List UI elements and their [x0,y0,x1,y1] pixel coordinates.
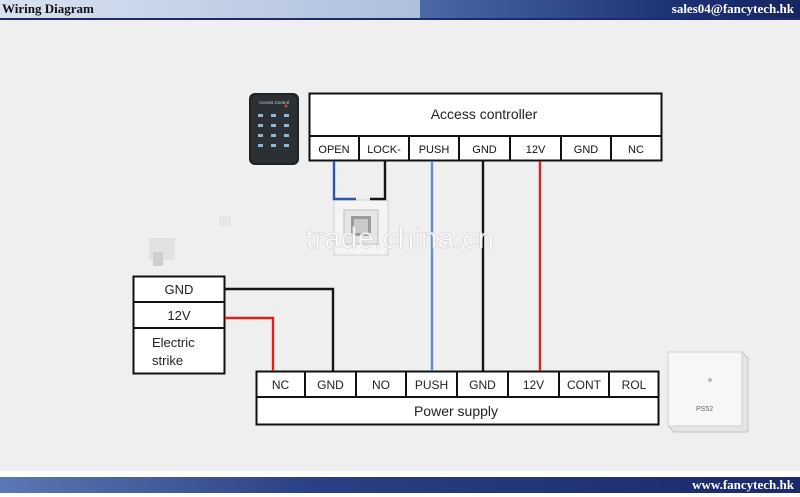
ps-terminal-gnd-2: GND [469,378,496,392]
wire-open [332,161,356,201]
ps-terminal-nc: NC [272,378,290,392]
website-link[interactable]: www.fancytech.hk [692,477,794,492]
ps-terminal-no: NO [372,378,390,392]
ac-terminal-nc: NC [628,144,644,156]
ac-terminal-gnd: GND [472,144,497,156]
page-title: Wiring Diagram [2,1,94,16]
strike-terminal-12v: 12V [167,308,190,323]
wire-strike-gnd [225,287,335,371]
footer-bar [0,477,800,493]
ps-terminal-gnd: GND [317,378,344,392]
keypad-device: Access Control [249,93,299,165]
exit-button-device [333,199,389,256]
power-supply-device-label: PS52 [696,406,713,413]
power-supply-title: Power supply [414,403,498,419]
wire-strike-12v [225,316,275,371]
strike-label: Electric strike [152,335,198,368]
ac-terminal-open: OPEN [318,144,349,156]
wires [225,161,542,371]
strike-terminal-gnd: GND [165,282,194,297]
header-left-gradient [0,0,420,18]
keypad-label: Access Control [259,100,289,105]
wire-lock [370,161,387,201]
header-band: Wiring Diagram sales04@fancytech.hk [0,0,800,20]
ps-terminal-rol: ROL [622,378,647,392]
header-right-gradient [420,0,800,18]
access-controller-title: Access controller [431,106,538,122]
ps-terminal-push: PUSH [415,378,448,392]
ac-terminal-gnd-2: GND [574,144,599,156]
ps-terminal-12v: 12V [523,378,544,392]
access-controller: Access controller OPEN LOCK- PUSH GND 12… [308,92,663,162]
electric-strike: GND 12V Electric strike [132,275,226,375]
contact-email: sales04@fancytech.hk [671,1,794,16]
ac-terminal-push: PUSH [419,144,450,156]
ps-terminal-cont: CONT [567,378,602,392]
power-supply-device: PS52 [667,351,749,433]
ac-terminal-12v: 12V [526,144,546,156]
header-rule [0,18,800,20]
watermark: trade.china.cn [306,222,494,255]
ac-terminal-lock-minus: LOCK- [367,144,401,156]
relay-device [149,216,231,266]
footer-band: www.fancytech.hk [0,471,800,497]
power-supply: NC GND NO PUSH GND 12V CONT ROL Power su… [255,370,660,426]
